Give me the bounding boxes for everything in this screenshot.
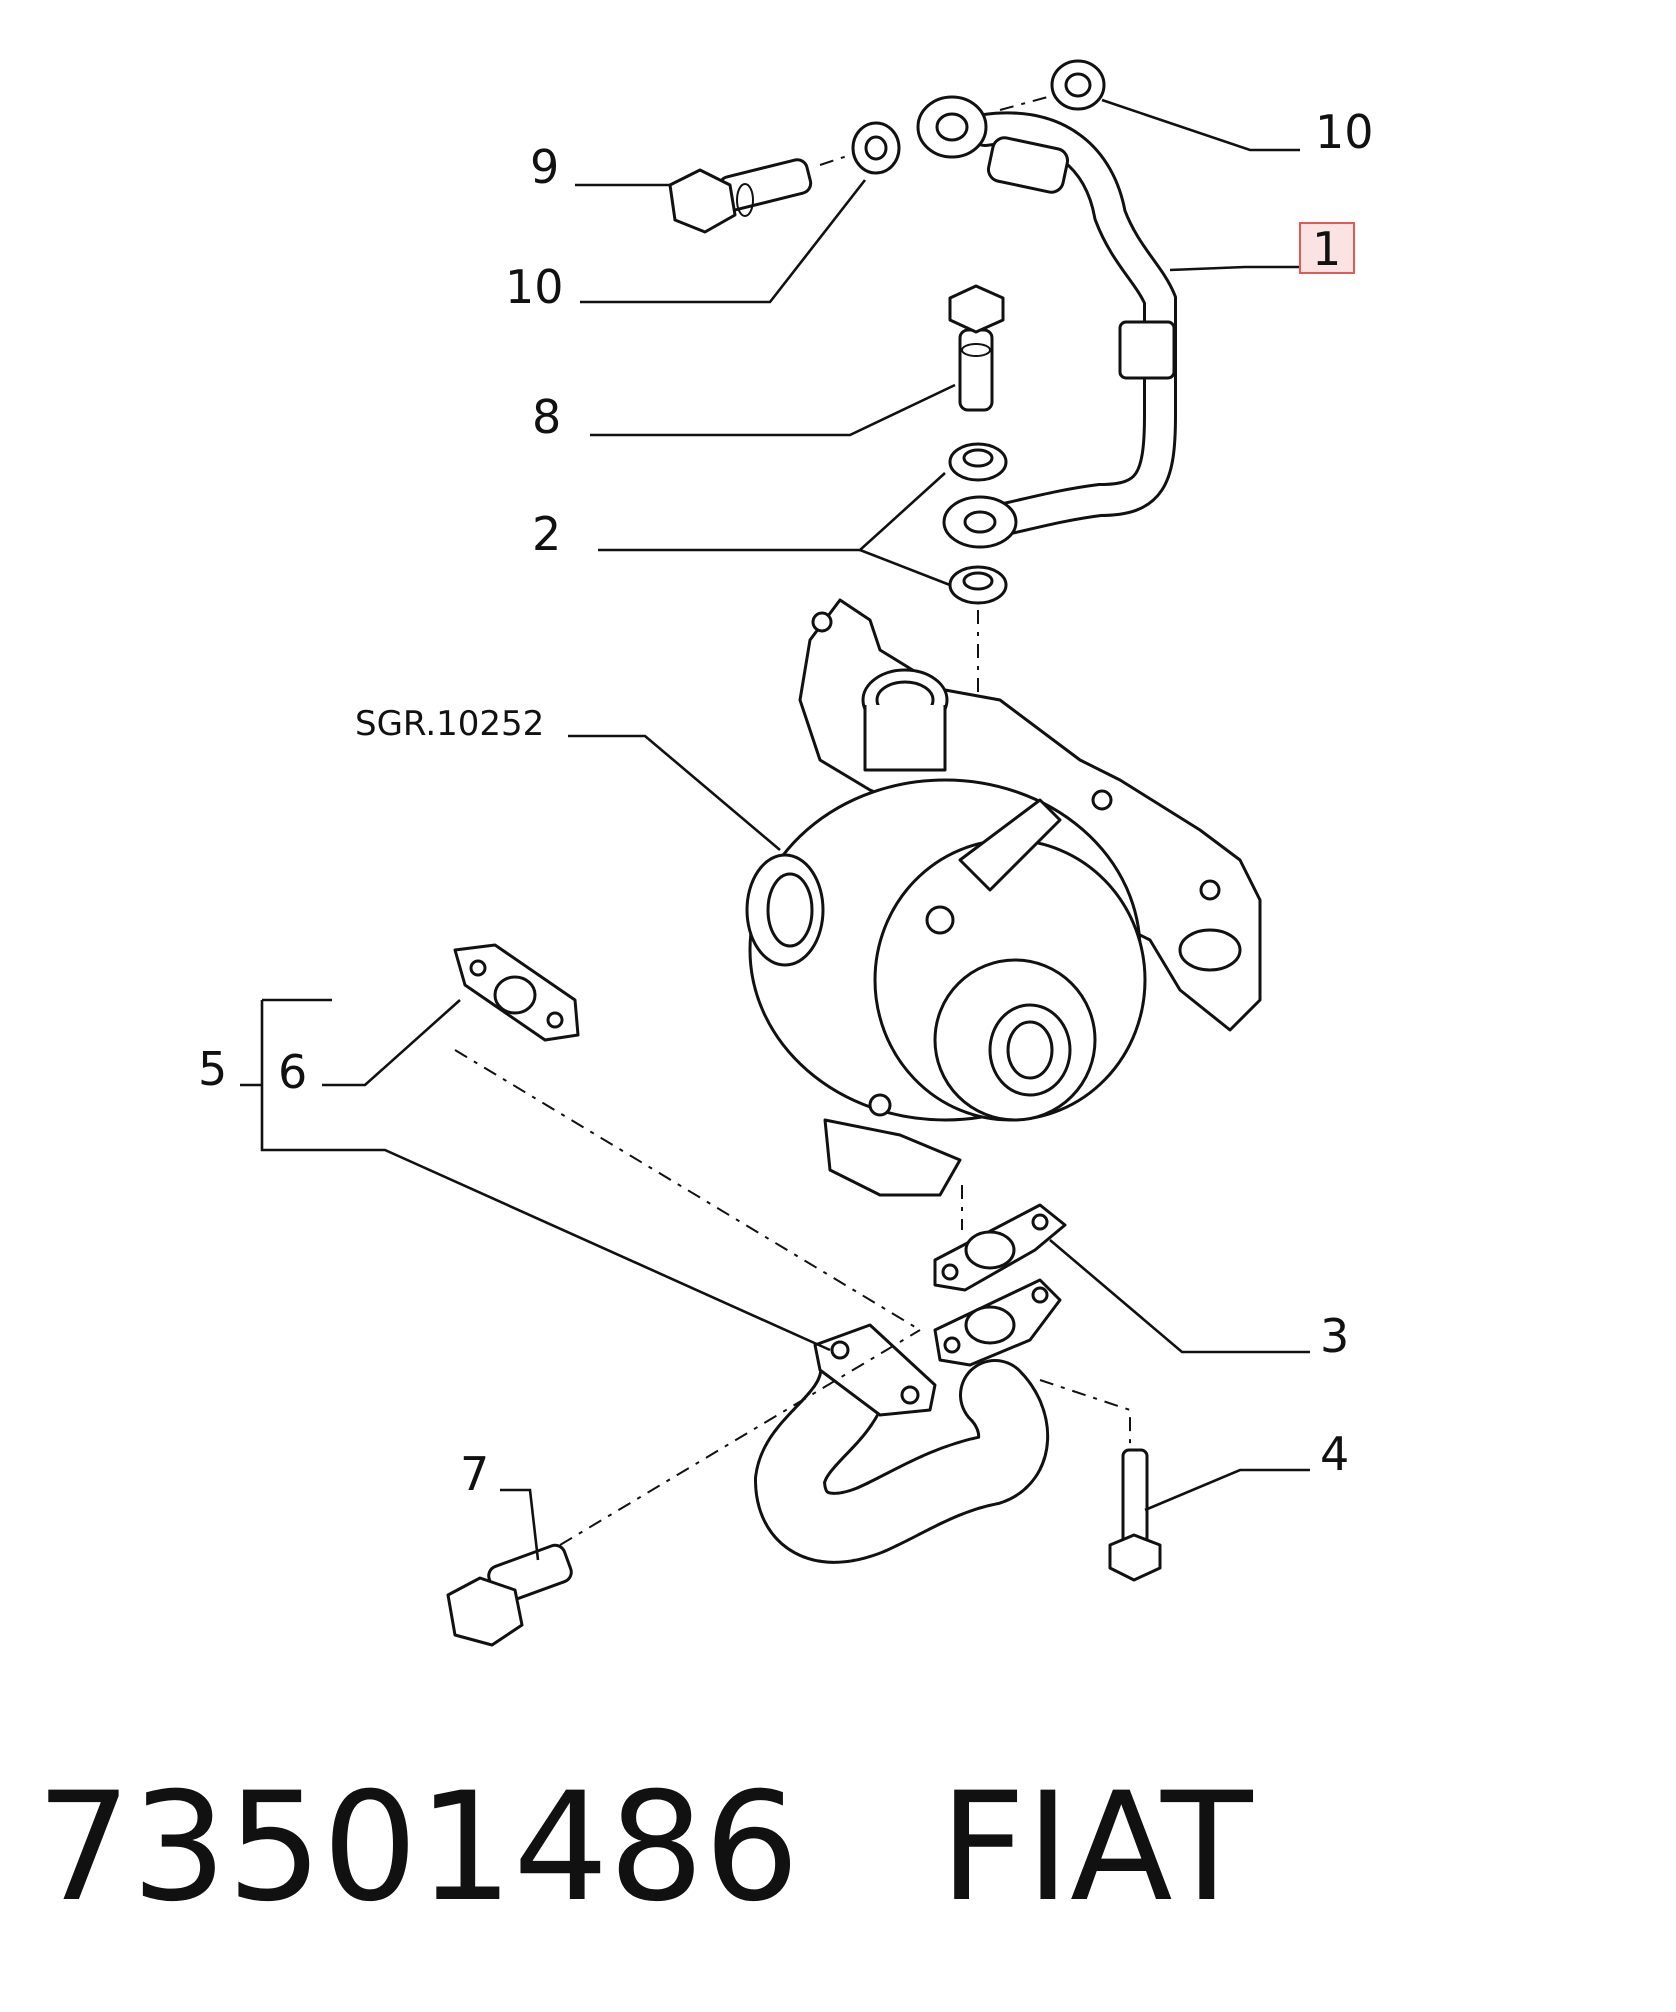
- svg-text:10: 10: [505, 260, 564, 314]
- svg-text:4: 4: [1320, 1427, 1349, 1481]
- callout-subgroup: SGR.10252: [355, 704, 544, 744]
- callout-10-left: 10: [505, 260, 564, 314]
- callout-2: 2: [532, 507, 561, 561]
- washer-part-10-top: [1050, 59, 1106, 111]
- callout-7: 7: [460, 1447, 489, 1501]
- washer-part-10-left: [851, 121, 901, 175]
- callout-6: 6: [278, 1045, 307, 1099]
- washers-part-2: [948, 442, 1008, 605]
- banjo-bolt-part-8: [948, 284, 1005, 412]
- callout-4: 4: [1320, 1427, 1349, 1481]
- svg-text:7: 7: [460, 1447, 489, 1501]
- oil-pipe-part-1: [916, 95, 1177, 549]
- svg-text:1: 1: [1312, 222, 1341, 276]
- gasket-part-3: [933, 1203, 1067, 1292]
- svg-text:10: 10: [1315, 105, 1374, 159]
- callout-10-top: 10: [1315, 105, 1374, 159]
- svg-text:6: 6: [278, 1045, 307, 1099]
- svg-text:8: 8: [532, 390, 561, 444]
- callout-1-highlighted: 1: [1299, 222, 1355, 276]
- part-caption: 73501486 FIAT: [36, 1768, 1253, 1928]
- svg-text:2: 2: [532, 507, 561, 561]
- turbocharger-assembly: [745, 598, 1262, 1197]
- callout-9: 9: [530, 140, 559, 194]
- svg-text:9: 9: [530, 140, 559, 194]
- callout-8: 8: [532, 390, 561, 444]
- svg-text:5: 5: [198, 1042, 227, 1096]
- banjo-bolt-part-9: [668, 158, 813, 234]
- exploded-parts-diagram: 10 1 9 10 8 2 SGR.10252 5 6 3 4 7: [198, 59, 1374, 1647]
- part-number: 73501486: [36, 1761, 800, 1935]
- bolt-part-4: [1108, 1448, 1162, 1582]
- svg-text:SGR.10252: SGR.10252: [355, 704, 544, 744]
- svg-text:3: 3: [1320, 1309, 1349, 1363]
- brand-name: FIAT: [939, 1761, 1253, 1935]
- bolt-part-7: [446, 1543, 573, 1647]
- callout-5: 5: [198, 1042, 227, 1096]
- corrugated-pipe: [753, 1278, 1062, 1564]
- callout-3: 3: [1320, 1309, 1349, 1363]
- gasket-part-6: [453, 943, 580, 1042]
